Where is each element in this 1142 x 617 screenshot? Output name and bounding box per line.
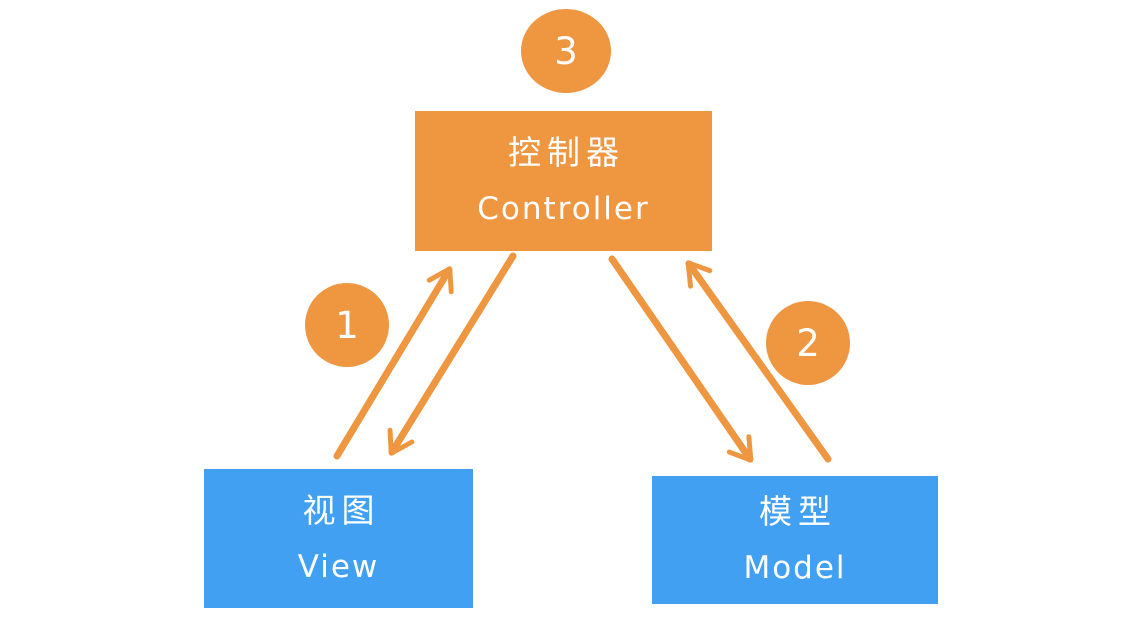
step-badge-3: 3 [521, 9, 611, 93]
step-badge-2: 2 [766, 301, 850, 385]
node-view: 视图 View [204, 469, 473, 608]
arrow-controller-to-model [608, 255, 754, 463]
arrow-controller-to-view [387, 252, 517, 456]
model-label-en: Model [743, 550, 847, 586]
controller-label-zh: 控制器 [508, 133, 625, 172]
model-label-zh: 模型 [759, 492, 837, 531]
step-badge-1: 1 [305, 283, 389, 367]
controller-label-en: Controller [477, 191, 650, 227]
node-model: 模型 Model [652, 476, 938, 604]
node-controller: 控制器 Controller [415, 111, 712, 251]
view-label-en: View [297, 548, 380, 585]
arrow-view-to-controller [333, 266, 454, 460]
arrow-model-to-controller [685, 260, 832, 463]
view-label-zh: 视图 [302, 490, 381, 530]
